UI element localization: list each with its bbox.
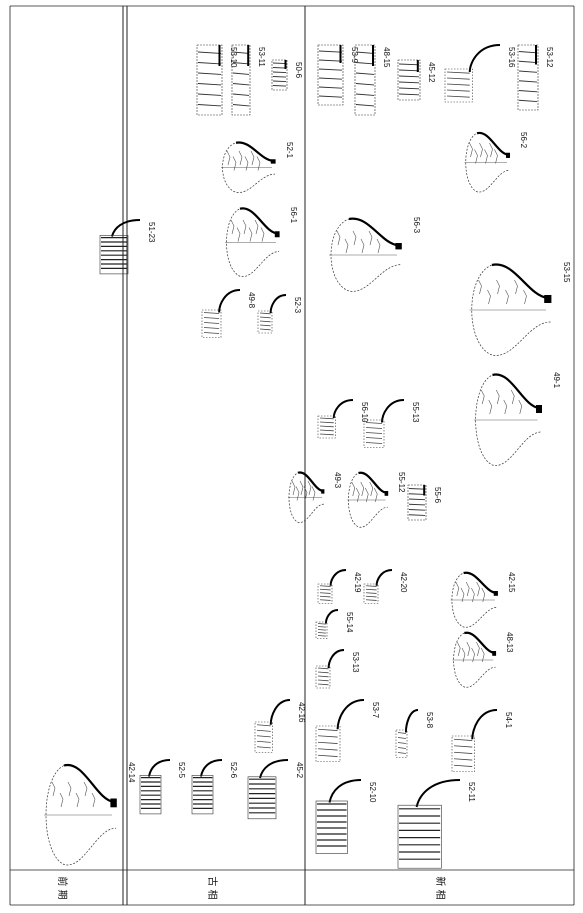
vessel-label: 42-16 <box>297 702 306 723</box>
vessel-label: 53-7 <box>371 702 380 719</box>
vessel-42-19: 42-19 <box>318 570 362 603</box>
vessel-label: 53-10 <box>229 47 238 68</box>
vessel-56-3: 56-3 <box>329 217 421 291</box>
vessel-label: 56-1 <box>289 207 298 224</box>
vessel-label: 55-12 <box>397 472 406 493</box>
vessel-label: 52-1 <box>285 142 294 159</box>
vessel-label: 42-15 <box>507 572 516 593</box>
vessel-42-20: 42-20 <box>364 570 408 603</box>
vessel-42-16: 42-16 <box>255 700 306 752</box>
vessel-label: 53-11 <box>257 47 266 67</box>
vessel-55-6: 55-6 <box>408 485 442 520</box>
vessel-42-14: 42-14 <box>44 762 136 865</box>
vessel-label: 45-12 <box>427 62 436 83</box>
vessel-label: 49-3 <box>333 472 342 489</box>
vessel-label: 52-10 <box>368 782 377 803</box>
vessel-label: 45-2 <box>295 762 304 779</box>
vessel-label: 49-1 <box>552 372 561 389</box>
vessel-label: 50-6 <box>294 62 303 79</box>
phase-label-early: 前 期 <box>56 876 69 899</box>
vessel-label: 56-3 <box>412 217 421 234</box>
vessel-label: 48-13 <box>505 632 514 653</box>
vessel-label: 53-12 <box>545 47 554 68</box>
vessel-52-10: 52-10 <box>316 780 377 854</box>
vessel-55-12: 55-12 <box>347 472 406 527</box>
vessel-56-2: 56-2 <box>465 132 529 192</box>
vessel-53-9: 53-9 <box>318 45 359 105</box>
vessel-label: 51-23 <box>147 222 156 243</box>
vessel-label: 55-13 <box>411 402 420 423</box>
vessel-55-14: 55-14 <box>316 610 354 639</box>
vessel-45-2: 45-2 <box>248 760 304 819</box>
vessel-56-10: 56-10 <box>318 400 369 438</box>
vessel-53-16: 53-16 <box>445 45 516 102</box>
vessel-52-11: 52-11 <box>398 780 476 868</box>
vessel-52-5: 52-5 <box>140 760 186 814</box>
phase-labels: 前 期古 相新 相 <box>56 876 447 899</box>
vessel-54-1: 54-1 <box>452 710 513 772</box>
chart-frame <box>10 6 574 905</box>
vessel-label: 49-8 <box>247 292 256 309</box>
vessel-55-13: 55-13 <box>364 400 420 448</box>
vessel-label: 48-15 <box>382 47 391 68</box>
vessel-label: 53-8 <box>425 712 434 729</box>
vessel-50-6: 50-6 <box>272 60 303 90</box>
vessel-52-1: 52-1 <box>221 142 294 192</box>
vessel-48-15: 48-15 <box>355 45 391 115</box>
vessel-label: 53-13 <box>351 652 360 673</box>
vessel-56-1: 56-1 <box>225 207 298 277</box>
vessel-label: 52-3 <box>293 297 302 314</box>
vessel-53-12: 53-12 <box>518 45 554 110</box>
vessel-label: 42-14 <box>127 762 136 783</box>
vessel-53-13: 53-13 <box>316 650 360 688</box>
vessel-label: 56-2 <box>519 132 528 149</box>
phase-label-middle: 古 相 <box>206 876 219 899</box>
vessel-49-8: 49-8 <box>202 290 256 338</box>
vessel-label: 42-19 <box>353 572 362 593</box>
vessel-53-15: 53-15 <box>470 262 572 355</box>
vessel-52-6: 52-6 <box>192 760 238 814</box>
vessel-label: 52-5 <box>177 762 186 779</box>
phase-label-late: 新 相 <box>434 876 447 899</box>
vessel-52-3: 52-3 <box>258 295 302 333</box>
vessel-53-7: 53-7 <box>316 700 380 762</box>
vessel-label: 52-11 <box>467 782 476 802</box>
vessel-label: 53-15 <box>562 262 571 283</box>
vessel-53-8: 53-8 <box>396 710 434 758</box>
vessel-48-13: 48-13 <box>452 632 514 687</box>
vessel-label: 53-9 <box>350 47 359 64</box>
vessel-49-3: 49-3 <box>288 472 342 522</box>
vessel-label: 53-16 <box>507 47 516 68</box>
vessel-label: 52-6 <box>229 762 238 779</box>
vessel-label: 55-14 <box>345 612 354 633</box>
vessel-label: 42-20 <box>399 572 408 593</box>
vessel-42-15: 42-15 <box>451 572 516 627</box>
vessel-label: 55-6 <box>433 487 442 504</box>
vessel-49-1: 49-1 <box>474 372 561 465</box>
vessel-45-12: 45-12 <box>398 60 436 100</box>
vessel-51-23: 51-23 <box>100 220 156 274</box>
vessel-label: 54-1 <box>504 712 513 729</box>
